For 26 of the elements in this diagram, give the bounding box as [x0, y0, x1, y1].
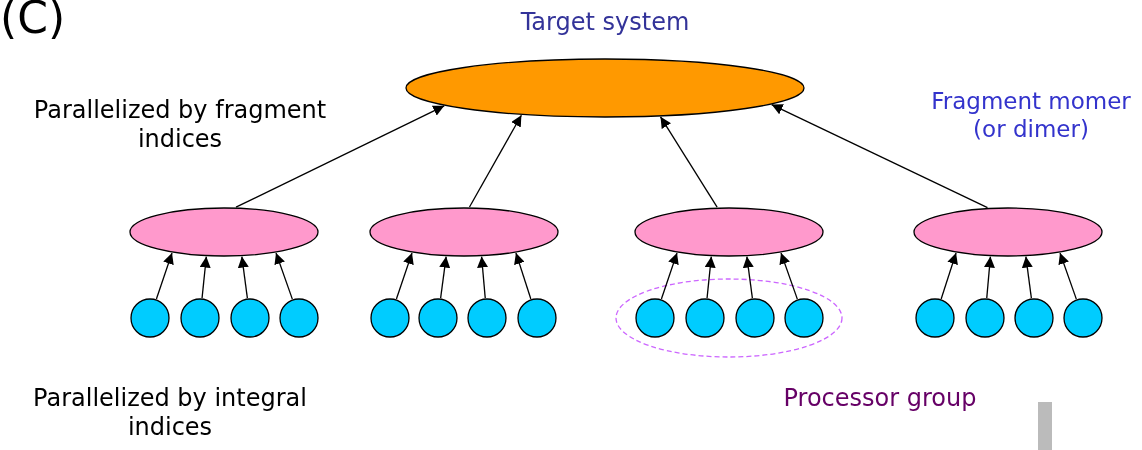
arrow [395, 252, 414, 300]
annotation-text: Fragment momer (or dimer) [930, 88, 1132, 144]
arrow [274, 252, 293, 300]
arrow [1058, 252, 1077, 300]
arrow [704, 255, 716, 299]
arrow [1021, 255, 1033, 299]
arrow [983, 255, 995, 299]
arrow [742, 255, 754, 299]
arrow [779, 252, 798, 300]
arrow [940, 252, 958, 300]
arrow [237, 255, 249, 299]
annotation-text: Parallelized by fragment indices [32, 96, 328, 154]
arrow [659, 116, 718, 208]
arrow [771, 103, 989, 209]
node-title: Target system [520, 8, 690, 36]
arrow [514, 252, 532, 300]
panel-label: (C) [0, 0, 67, 40]
annotation-text: Parallelized by integral indices [32, 384, 308, 442]
annotation-text: Processor group [782, 384, 978, 413]
arrow [235, 105, 445, 208]
arrow [439, 255, 451, 299]
arrow [155, 252, 174, 300]
arrow [468, 114, 523, 208]
arrow [199, 255, 211, 299]
arrow [660, 252, 679, 300]
arrow [477, 255, 489, 299]
